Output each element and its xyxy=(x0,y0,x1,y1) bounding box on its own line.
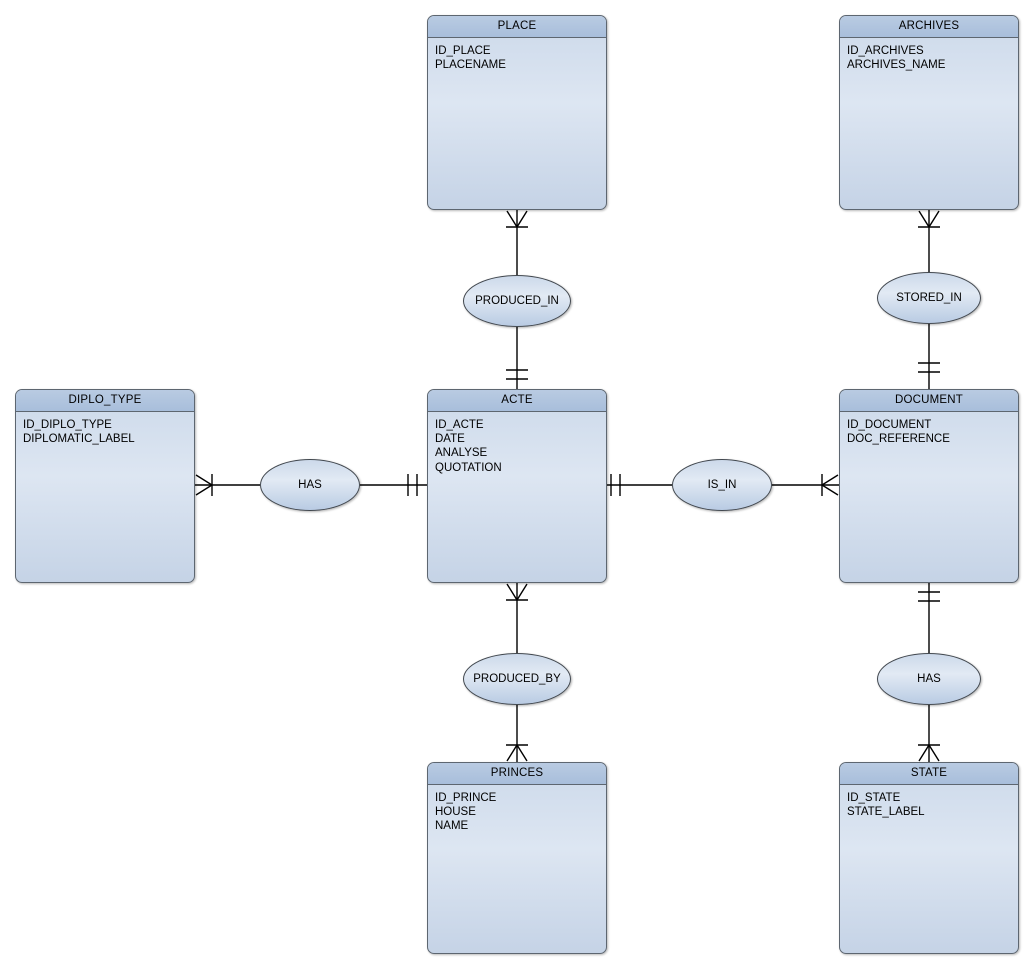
cardinality-document-many-left xyxy=(820,474,839,496)
cardinality-acte-many-bottom xyxy=(506,583,528,602)
cardinality-place-many xyxy=(506,210,528,229)
entity-title: PLACE xyxy=(428,16,606,38)
entity-attribute: ANALYSE xyxy=(435,447,488,460)
entity-place[interactable]: PLACE ID_PLACE PLACENAME xyxy=(427,15,607,210)
entity-attribute: ID_ACTE xyxy=(435,419,484,431)
entity-attributes: ID_DIPLO_TYPE DIPLOMATIC_LABEL xyxy=(16,412,194,446)
entity-attributes: ID_ARCHIVES ARCHIVES_NAME xyxy=(840,38,1018,72)
entity-attribute: ID_DIPLO_TYPE xyxy=(23,419,112,431)
entity-attribute: ID_PLACE xyxy=(435,45,491,57)
entity-attribute: PLACENAME xyxy=(435,59,506,72)
entity-title: ARCHIVES xyxy=(840,16,1018,38)
relationship-is-in[interactable]: IS_IN xyxy=(672,459,772,511)
entity-title: DOCUMENT xyxy=(840,390,1018,412)
entity-title: STATE xyxy=(840,763,1018,785)
entity-attribute: QUOTATION xyxy=(435,461,502,474)
cardinality-diplotype-many xyxy=(195,474,214,496)
entity-attribute: ARCHIVES_NAME xyxy=(847,59,946,72)
entity-title: ACTE xyxy=(428,390,606,412)
cardinality-princes-many xyxy=(506,743,528,762)
cardinality-document-one-only-one-top xyxy=(918,362,940,373)
cardinality-acte-one-only-one-right xyxy=(610,474,621,496)
entity-archives[interactable]: ARCHIVES ID_ARCHIVES ARCHIVES_NAME xyxy=(839,15,1019,210)
entity-attributes: ID_PLACE PLACENAME xyxy=(428,38,606,72)
relationship-has-diplo-type[interactable]: HAS xyxy=(260,459,360,511)
cardinality-document-one-only-one-bottom xyxy=(918,591,940,602)
entity-attribute: ID_DOCUMENT xyxy=(847,419,932,431)
relationship-stored-in[interactable]: STORED_IN xyxy=(877,272,981,324)
entity-attribute: ID_PRINCE xyxy=(435,792,497,804)
entity-attribute: ID_STATE xyxy=(847,792,901,804)
entity-attribute: HOUSE xyxy=(435,806,476,819)
cardinality-state-many xyxy=(918,743,940,762)
entity-attributes: ID_DOCUMENT DOC_REFERENCE xyxy=(840,412,1018,446)
entity-attribute: STATE_LABEL xyxy=(847,806,925,819)
entity-title: DIPLO_TYPE xyxy=(16,390,194,412)
entity-attributes: ID_STATE STATE_LABEL xyxy=(840,785,1018,819)
relationship-produced-in[interactable]: PRODUCED_IN xyxy=(463,275,571,327)
cardinality-acte-one-only-one-top xyxy=(506,369,528,380)
cardinality-acte-one-only-one-left xyxy=(407,474,418,496)
relationship-produced-by[interactable]: PRODUCED_BY xyxy=(463,653,571,705)
cardinality-archives-many xyxy=(918,210,940,229)
entity-attribute: DOC_REFERENCE xyxy=(847,433,950,446)
entity-title: PRINCES xyxy=(428,763,606,785)
entity-attribute: DIPLOMATIC_LABEL xyxy=(23,433,135,446)
entity-document[interactable]: DOCUMENT ID_DOCUMENT DOC_REFERENCE xyxy=(839,389,1019,583)
relationship-has-state[interactable]: HAS xyxy=(877,653,981,705)
entity-attribute: DATE xyxy=(435,433,465,446)
entity-state[interactable]: STATE ID_STATE STATE_LABEL xyxy=(839,762,1019,954)
entity-attribute: NAME xyxy=(435,820,469,833)
entity-diplo-type[interactable]: DIPLO_TYPE ID_DIPLO_TYPE DIPLOMATIC_LABEL xyxy=(15,389,195,583)
entity-attribute: ID_ARCHIVES xyxy=(847,45,924,57)
